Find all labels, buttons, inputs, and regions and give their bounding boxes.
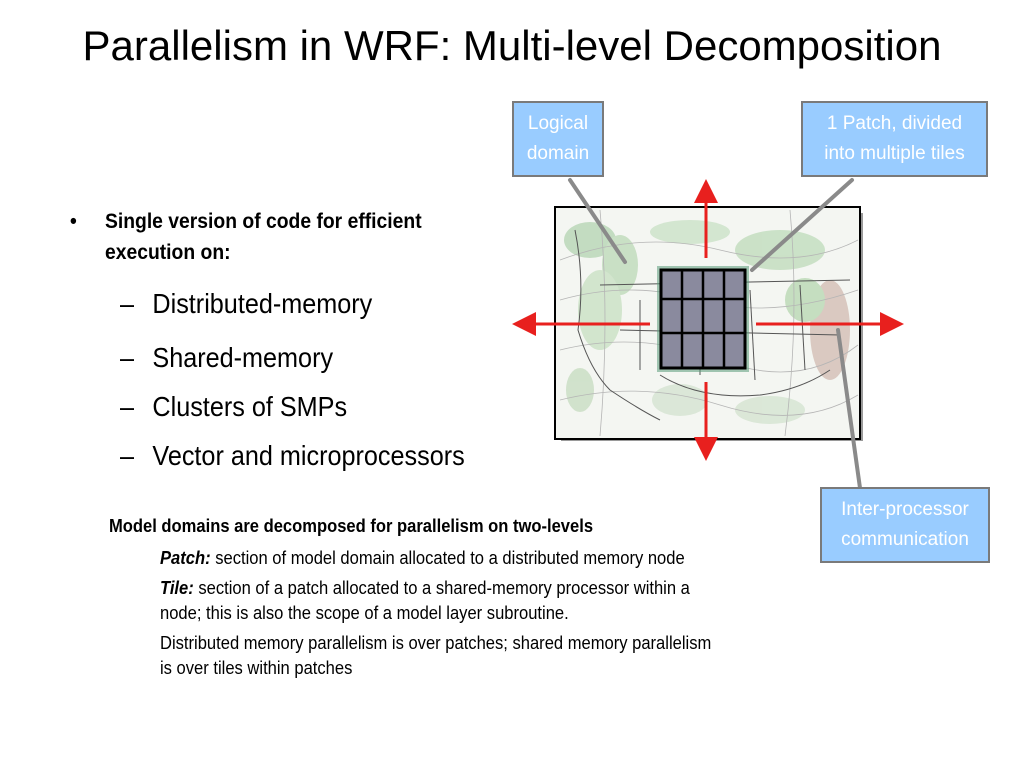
callout-line: domain bbox=[526, 143, 590, 164]
tile-text: section of a patch allocated to a shared… bbox=[193, 578, 690, 598]
bullet-marker: • bbox=[70, 210, 77, 233]
callout-line: Inter-processor bbox=[841, 499, 969, 520]
patch-grid bbox=[657, 266, 749, 372]
exchange-arrows bbox=[512, 179, 904, 461]
patch-term: Patch: bbox=[160, 548, 211, 568]
subbullet-clusters: –Clusters of SMPs bbox=[120, 390, 347, 424]
tile-term: Tile: bbox=[160, 578, 194, 598]
subbullet-distributed: –Distributed-memory bbox=[120, 287, 372, 321]
pointer-lines bbox=[568, 178, 862, 490]
subbullet-text: Distributed-memory bbox=[152, 288, 373, 319]
subbullet-vector: –Vector and microprocessors bbox=[120, 439, 465, 473]
slide-title: Parallelism in WRF: Multi-level Decompos… bbox=[82, 22, 942, 69]
patch-text: section of model domain allocated to a d… bbox=[210, 548, 685, 568]
subbullet-shared: –Shared-memory bbox=[120, 341, 333, 375]
model-heading: Model domains are decomposed for paralle… bbox=[109, 516, 594, 536]
patch-definition: Patch: section of model domain allocated… bbox=[160, 546, 685, 571]
callout-line: into multiple tiles bbox=[824, 143, 965, 164]
callout-line: communication bbox=[841, 529, 969, 550]
summary-line-2: is over tiles within patches bbox=[160, 658, 353, 678]
pointer-interprocessor bbox=[836, 328, 862, 490]
subbullet-text: Clusters of SMPs bbox=[152, 391, 348, 422]
pointer-logical-domain bbox=[568, 178, 627, 264]
callout-logical-domain: Logical domain bbox=[512, 101, 604, 177]
main-bullet-text: Single version of code for efficient exe… bbox=[104, 210, 422, 264]
callout-patch-tiles: 1 Patch, divided into multiple tiles bbox=[801, 101, 988, 177]
summary-line-1: Distributed memory parallelism is over p… bbox=[160, 633, 712, 653]
subbullet-dash: – bbox=[120, 391, 135, 422]
subbullet-dash: – bbox=[120, 440, 135, 471]
pointer-patch bbox=[750, 178, 854, 272]
main-bullet: • Single version of code for efficient e… bbox=[70, 206, 475, 268]
tile-dividers bbox=[661, 270, 745, 368]
subbullet-text: Shared-memory bbox=[152, 342, 334, 373]
tile-definition-cont: node; this is also the scope of a model … bbox=[160, 603, 569, 623]
callout-interprocessor: Inter-processor communication bbox=[820, 487, 990, 563]
subbullet-dash: – bbox=[120, 342, 135, 373]
callout-line: 1 Patch, divided bbox=[826, 113, 963, 134]
tile-definition: Tile: section of a patch allocated to a … bbox=[160, 576, 690, 601]
subbullet-text: Vector and microprocessors bbox=[152, 440, 465, 471]
subbullet-dash: – bbox=[120, 288, 135, 319]
callout-line: Logical bbox=[527, 113, 589, 134]
